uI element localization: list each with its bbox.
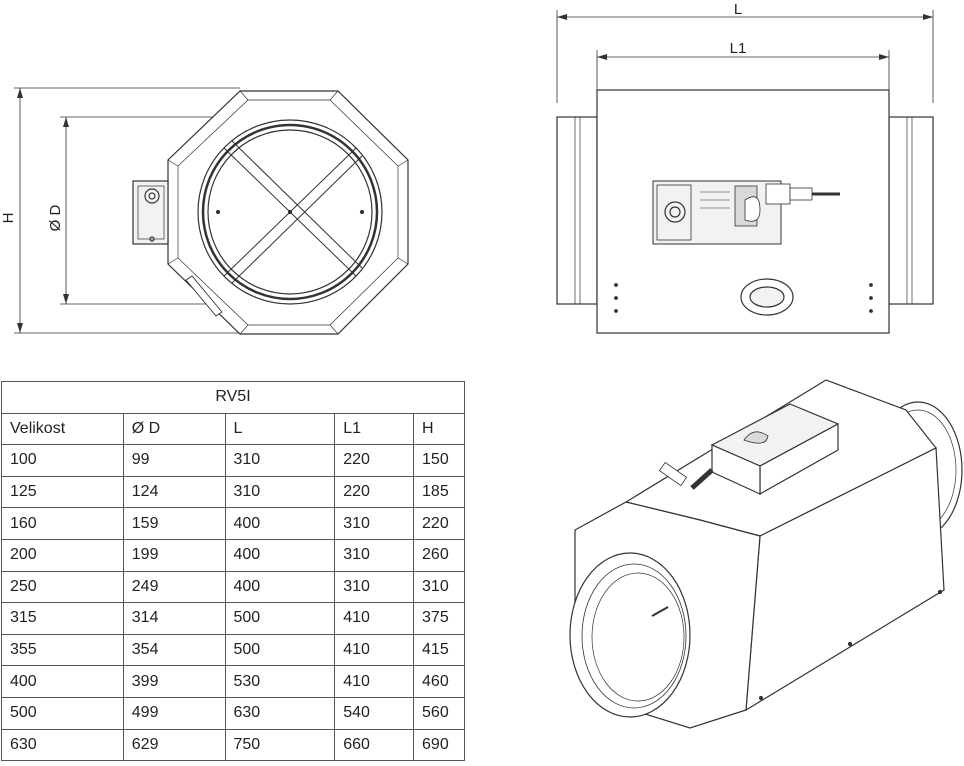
actuator-box-front [132, 180, 169, 245]
table-cell: 260 [413, 538, 465, 572]
table-cell: 375 [413, 602, 465, 635]
height-label: H [0, 213, 17, 224]
table-cell: 220 [413, 507, 465, 540]
table-cell: 400 [1, 665, 124, 698]
table-cell: 310 [224, 475, 336, 509]
table-cell: 750 [224, 728, 336, 762]
duct-ring-inner [207, 129, 373, 295]
housing-front-face [574, 501, 761, 729]
table-cell: 500 [224, 602, 336, 635]
table-cell: 249 [122, 570, 226, 604]
table-cell: 125 [1, 475, 124, 509]
table-cell: 400 [224, 570, 336, 604]
housing-top-face [624, 379, 937, 537]
table-cell: 160 [1, 507, 124, 540]
table-cell: 629 [122, 728, 226, 762]
table-cell: 500 [224, 633, 336, 667]
table-cell: 124 [122, 475, 226, 509]
table-cell: 415 [413, 633, 465, 667]
column-header: L [224, 412, 336, 446]
height-dimension: H [0, 87, 240, 334]
oval-port [740, 278, 794, 316]
table-cell: 355 [1, 633, 124, 667]
left-spigot [556, 116, 598, 305]
table-cell: 410 [334, 602, 415, 635]
table-cell: 410 [334, 633, 415, 667]
right-spigot [888, 116, 934, 305]
table-cell: 310 [413, 570, 465, 604]
table-cell: 499 [122, 696, 226, 730]
table-cell: 310 [334, 538, 415, 572]
front-view: H Ø D [0, 87, 409, 335]
length-label: L [734, 1, 742, 18]
table-cell: 660 [334, 728, 415, 762]
table-cell: 630 [1, 728, 124, 762]
table-cell: 150 [413, 444, 465, 477]
table-cell: 530 [224, 665, 336, 698]
table-cell: 310 [224, 444, 336, 477]
actuator-side [652, 180, 840, 245]
table-cell: 100 [1, 444, 124, 477]
table-cell: 310 [334, 570, 415, 604]
column-header: H [413, 412, 465, 446]
table-title: RV5I [1, 381, 465, 414]
duct-ring-mid [201, 123, 379, 301]
table-cell: 400 [224, 538, 336, 572]
table-cell: 460 [413, 665, 465, 698]
technical-drawing: H Ø D [0, 1, 934, 335]
table-cell: 99 [122, 444, 226, 477]
table-cell: 220 [334, 475, 415, 509]
table-cell: 199 [122, 538, 226, 572]
table-cell: 250 [1, 570, 124, 604]
table-header-row: Velikost Ø D L L1 H [1, 412, 465, 446]
table-cell: 200 [1, 538, 124, 572]
length-dimension: L [556, 1, 934, 103]
table-cell: 560 [413, 696, 465, 730]
table-cell: 315 [1, 602, 124, 635]
column-header: L1 [334, 412, 415, 446]
table-cell: 310 [334, 507, 415, 540]
table-cell: 354 [122, 633, 226, 667]
table-cell: 314 [122, 602, 226, 635]
table-cell: 220 [334, 444, 415, 477]
housing-side-face [745, 447, 945, 712]
table-cell: 399 [122, 665, 226, 698]
actuator-iso [658, 403, 840, 496]
table-title-row: RV5I [1, 381, 465, 414]
table-cell: 410 [334, 665, 415, 698]
column-header: Ø D [122, 412, 226, 446]
rear-duct-ring [873, 401, 963, 539]
table-cell: 400 [224, 507, 336, 540]
duct-ring-outer [197, 119, 383, 305]
table-cell: 500 [1, 696, 124, 730]
side-view: L L1 [556, 1, 934, 334]
table-cell: 185 [413, 475, 465, 509]
table-cell: 540 [334, 696, 415, 730]
column-header: Velikost [1, 412, 124, 446]
table-cell: 690 [413, 728, 465, 762]
length1-label: L1 [730, 40, 747, 57]
length1-dimension: L1 [596, 40, 890, 90]
diameter-label: Ø D [47, 205, 64, 232]
table-cell: 630 [224, 696, 336, 730]
table-cell: 159 [122, 507, 226, 540]
front-duct-ring [569, 552, 691, 718]
